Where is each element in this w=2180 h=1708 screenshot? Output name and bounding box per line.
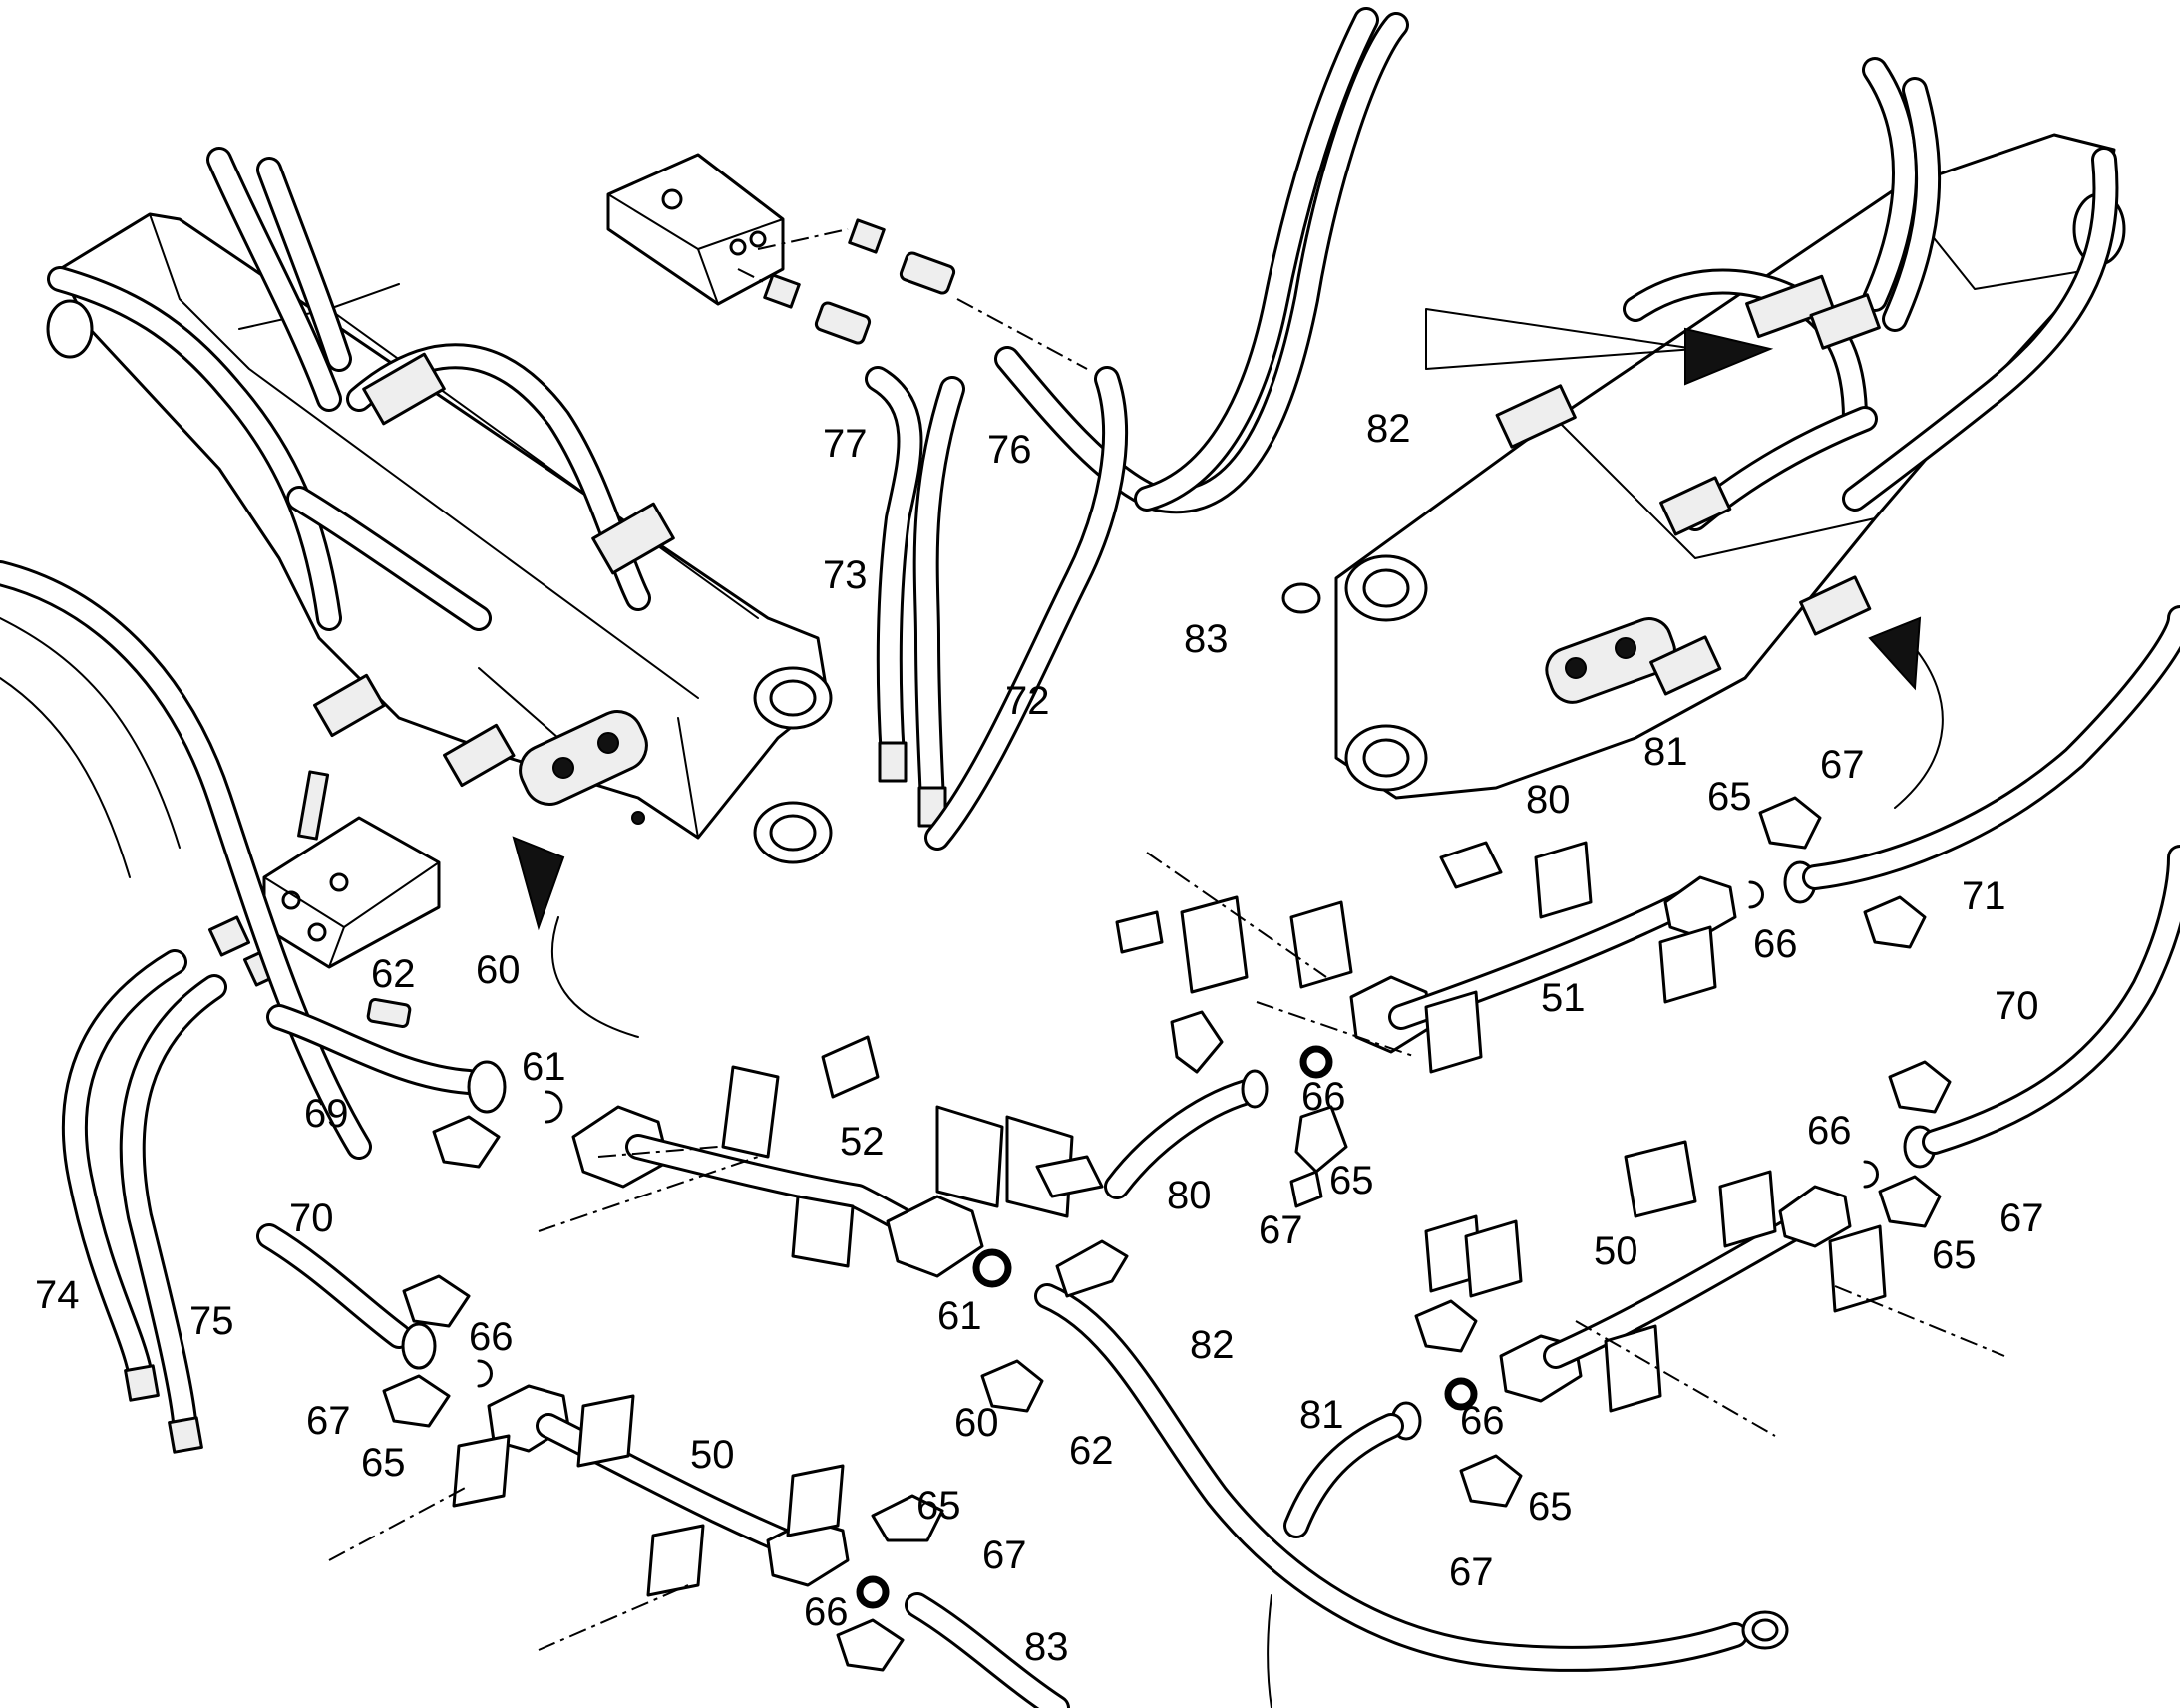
callout-label: 72 (1005, 679, 1050, 723)
callout-label: 66 (469, 1315, 514, 1359)
callout-label: 77 (823, 422, 868, 466)
callout-label: 65 (361, 1441, 406, 1485)
callout-label: 50 (690, 1433, 735, 1477)
direction-arrows (512, 308, 1944, 1038)
flange-pipe-50-right (1283, 845, 2180, 1538)
right-boom-hoses (1495, 57, 2119, 696)
callout-label: 65 (1707, 775, 1752, 819)
callout-label: 66 (1460, 1399, 1505, 1443)
callout-label: 67 (1259, 1208, 1303, 1252)
callout-label: 60 (954, 1401, 999, 1445)
callout-label: 67 (306, 1399, 351, 1443)
right-boom-assembly (1281, 133, 2126, 800)
callout-label: 60 (476, 948, 521, 992)
callout-label: 80 (1526, 778, 1571, 822)
callout-label: 73 (823, 553, 868, 597)
callout-label: 62 (1069, 1429, 1114, 1473)
left-boom-hoses (47, 147, 675, 788)
callout-label: 67 (1999, 1196, 2044, 1240)
callout-label: 76 (987, 428, 1032, 472)
callout-label: 80 (1167, 1174, 1212, 1217)
callout-label: 65 (1932, 1233, 1977, 1277)
callout-label: 70 (1995, 984, 2039, 1028)
callout-label: 71 (1962, 874, 2006, 918)
hose-76-loop (924, 7, 1409, 851)
flange-pipe-51 (1115, 605, 2180, 1079)
callout-label: 61 (522, 1045, 566, 1089)
callout-label: 75 (189, 1299, 234, 1343)
callout-label: 74 (35, 1273, 80, 1317)
callout-label: 67 (1820, 743, 1865, 787)
top-valve-block (606, 153, 1088, 370)
hose-72-76 (912, 376, 965, 828)
callout-label: 65 (1528, 1485, 1573, 1529)
callout-label: 81 (1643, 730, 1688, 774)
callout-label: 67 (982, 1534, 1027, 1577)
callout-label: 69 (304, 1092, 349, 1136)
flange-pipe-52 (266, 997, 1104, 1288)
left-long-hoses (0, 560, 372, 1160)
callout-label: 61 (937, 1294, 982, 1338)
callout-label: 66 (804, 1590, 849, 1634)
callout-label: 65 (916, 1484, 961, 1528)
flange-pipe-50-left (256, 1223, 1070, 1708)
callout-label: 83 (1184, 617, 1229, 661)
callout-label: 67 (1449, 1550, 1494, 1594)
hose-80 (1104, 1010, 1348, 1208)
callout-label: 66 (1301, 1075, 1346, 1119)
callout-label: 51 (1541, 976, 1586, 1020)
callout-label: 66 (1753, 922, 1798, 966)
callout-label: 82 (1366, 407, 1411, 451)
callout-label: 65 (1329, 1159, 1374, 1202)
left-boom-assembly (46, 212, 833, 864)
callout-label: 83 (1024, 1625, 1069, 1669)
hose-73-77 (865, 366, 923, 783)
callout-label: 70 (289, 1196, 334, 1240)
hose-82 (980, 1239, 1789, 1708)
callout-labels: 77 76 73 72 82 83 81 80 67 65 71 66 51 7… (35, 407, 2044, 1669)
callout-label: 62 (371, 952, 416, 996)
callout-label: 66 (1807, 1109, 1852, 1153)
callout-label: 52 (840, 1120, 885, 1164)
callout-label: 81 (1299, 1393, 1344, 1437)
hoses-74-75 (61, 949, 227, 1454)
callout-label: 50 (1594, 1229, 1638, 1273)
callout-label: 82 (1190, 1323, 1235, 1367)
